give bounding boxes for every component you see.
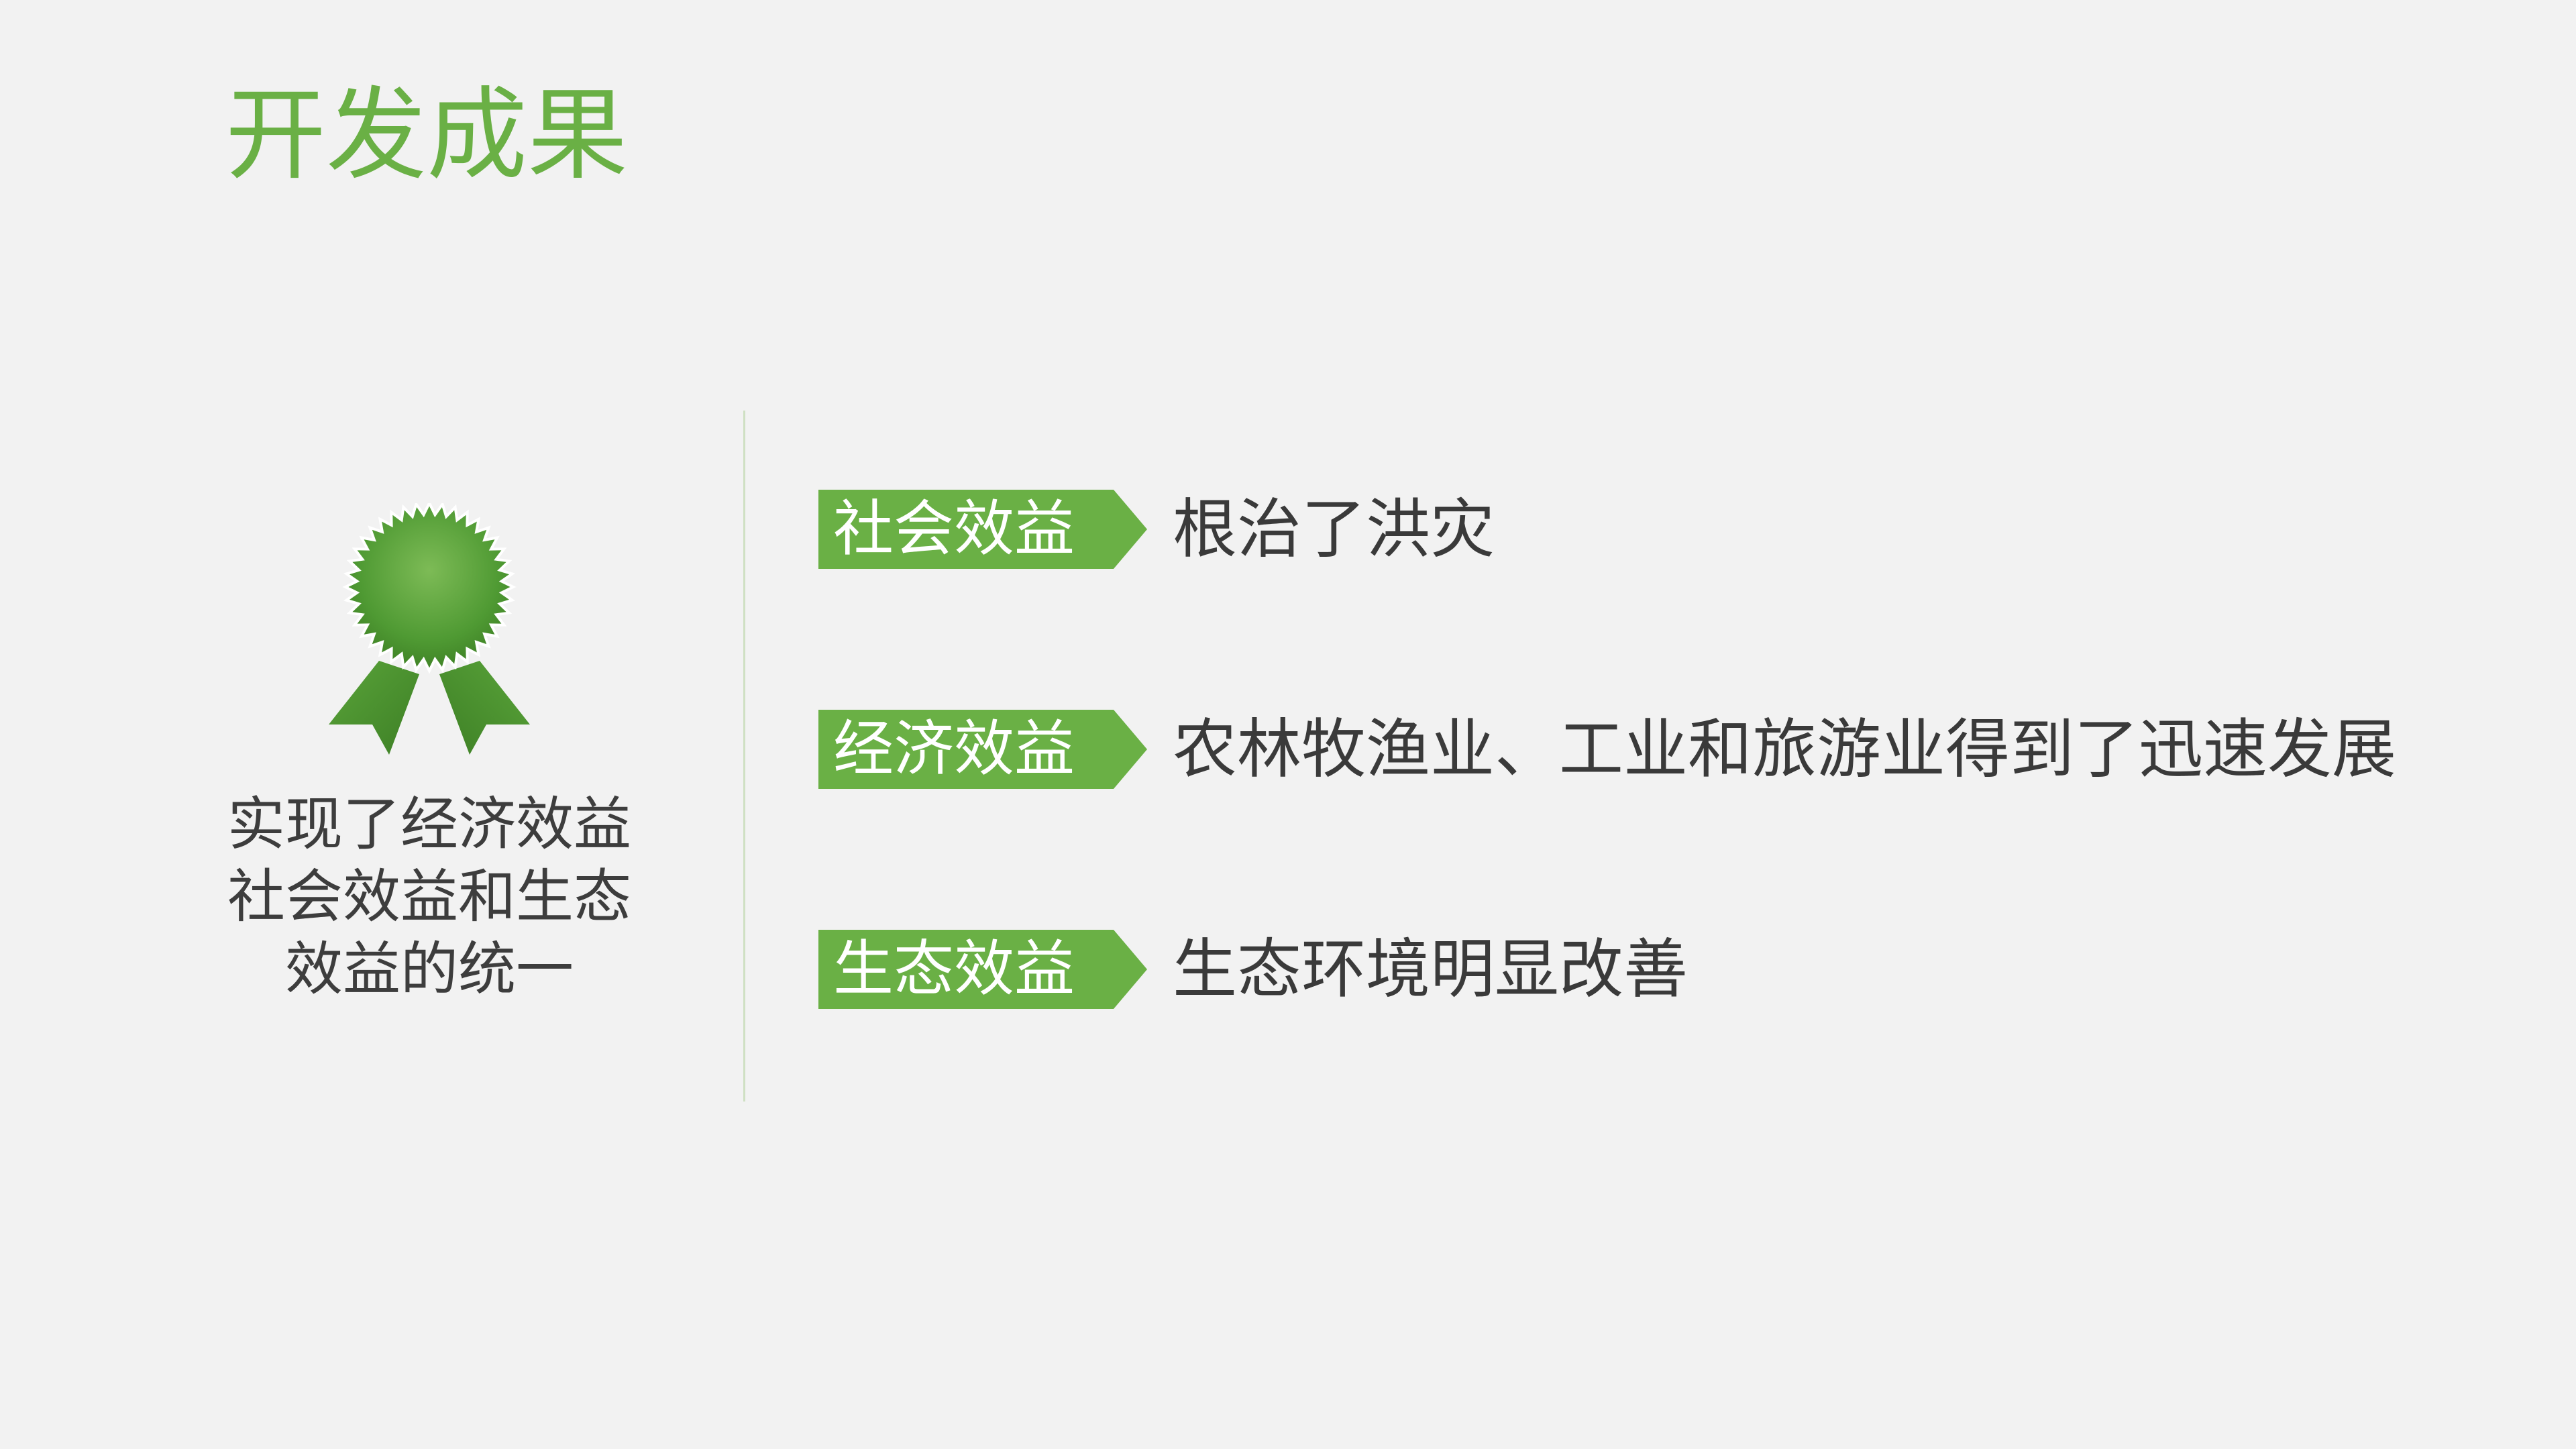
- summary-line: 社会效益和生态: [227, 863, 631, 930]
- benefit-description: 农林牧渔业、工业和旅游业得到了迅速发展: [1173, 712, 2396, 787]
- benefit-description: 生态环境明显改善: [1173, 932, 1688, 1007]
- benefit-tag: 生态效益: [818, 930, 1147, 1009]
- page-title: 开发成果: [225, 77, 629, 194]
- benefit-row-ecological: 生态效益 生态环境明显改善: [818, 930, 1688, 1009]
- benefit-row-social: 社会效益 根治了洪灾: [818, 490, 1495, 569]
- summary-line: 效益的统一: [285, 936, 574, 1003]
- summary-line: 实现了经济效益: [227, 791, 631, 858]
- vertical-divider: [743, 411, 745, 1102]
- summary-text: 实现了经济效益 社会效益和生态 效益的统一: [201, 788, 657, 1006]
- benefit-tag: 社会效益: [818, 490, 1147, 569]
- benefit-tag: 经济效益: [818, 710, 1147, 789]
- award-rosette-icon: [315, 503, 543, 765]
- benefit-row-economic: 经济效益 农林牧渔业、工业和旅游业得到了迅速发展: [818, 710, 2396, 789]
- benefit-description: 根治了洪灾: [1173, 492, 1495, 567]
